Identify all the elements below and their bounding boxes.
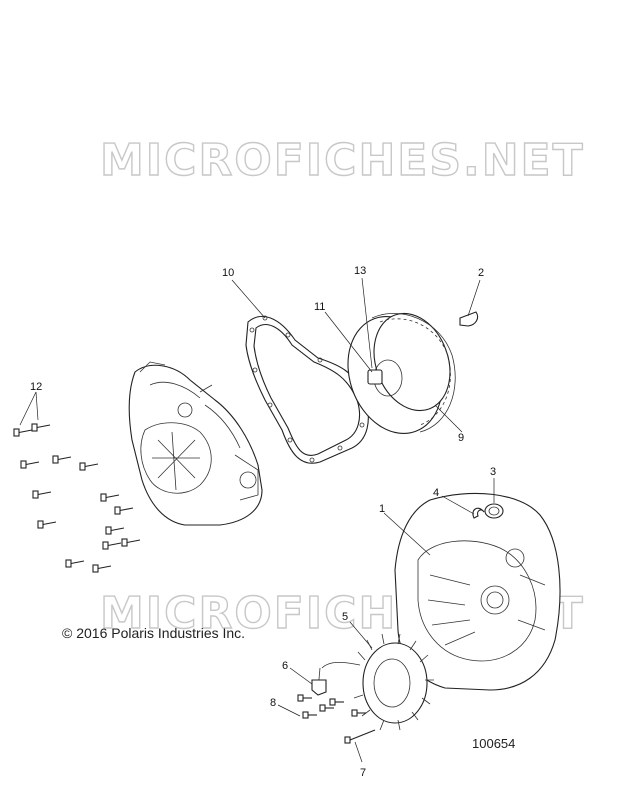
bolt-set [13, 423, 376, 744]
callout-10: 10 [222, 267, 234, 279]
callout-3: 3 [490, 466, 496, 478]
watermark-top: MICROFICHES.NET [100, 135, 585, 186]
callout-13: 12 [30, 381, 42, 393]
callout-1: 1 [379, 503, 385, 515]
callout-labels: 1 2 3 4 5 6 7 8 9 10 11 13 12 [30, 265, 496, 779]
wire-clamp [311, 679, 327, 696]
callout-7: 7 [360, 767, 366, 779]
seal [484, 503, 504, 519]
callout-4: 4 [433, 487, 439, 499]
copyright-notice: © 2016 Polaris Industries Inc. [62, 625, 245, 641]
woodruff-key [459, 311, 479, 327]
callout-6: 6 [282, 660, 288, 672]
flywheel [347, 312, 456, 434]
outer-engine-cover [128, 361, 263, 526]
inner-engine-cover [394, 492, 561, 691]
callout-9: 9 [458, 432, 464, 444]
callout-2: 2 [478, 267, 484, 279]
stator [317, 633, 434, 731]
cover-gasket [245, 315, 369, 464]
callout-8: 8 [270, 697, 276, 709]
diagram-number: 100654 [472, 736, 515, 751]
snap-ring [472, 507, 485, 519]
callout-11: 11 [314, 301, 325, 313]
callout-5: 5 [342, 611, 348, 623]
leader-lines [19, 277, 495, 763]
callout-12: 13 [354, 265, 366, 277]
